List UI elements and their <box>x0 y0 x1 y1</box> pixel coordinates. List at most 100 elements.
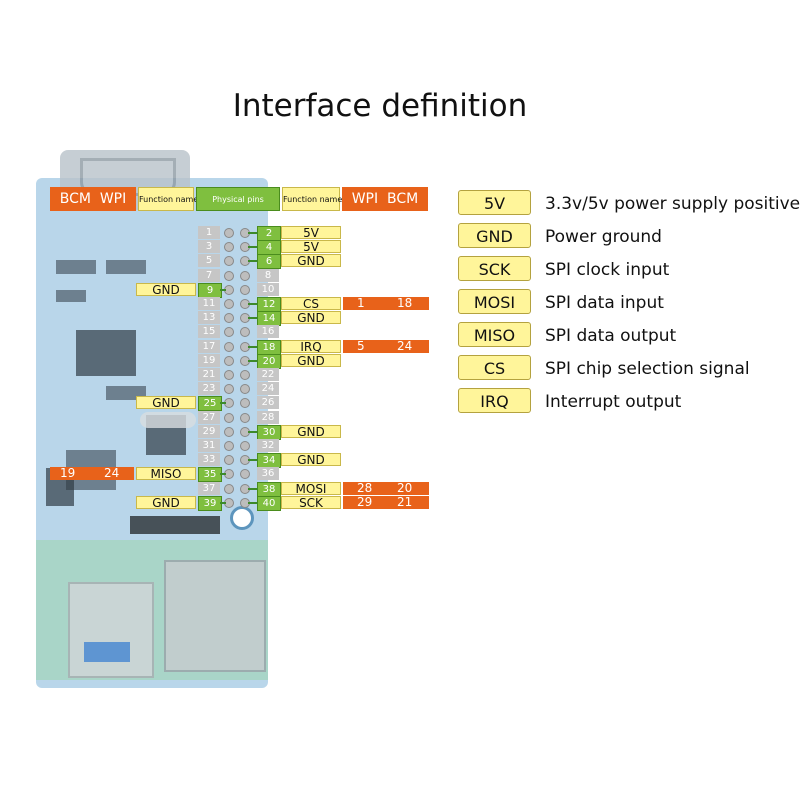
pin-dot <box>224 455 234 465</box>
pin-38: 38 <box>257 482 281 497</box>
pin-12: 12 <box>257 297 281 312</box>
legend-sck-description: SPI clock input <box>545 260 670 280</box>
wire <box>248 488 258 490</box>
legend-5v-label: 5V <box>458 190 531 215</box>
pin-7: 7 <box>198 269 220 282</box>
pin-37: 37 <box>198 482 220 495</box>
header-wpi-right: WPI <box>351 191 379 207</box>
pin-dot <box>224 342 234 352</box>
pin-23: 23 <box>198 382 220 395</box>
wpi-number: 28 <box>357 482 373 495</box>
pin-9: 9 <box>198 283 222 298</box>
pin-dot <box>240 327 250 337</box>
wire <box>248 431 258 433</box>
page-title: Interface definition <box>232 88 528 124</box>
pin-36: 36 <box>257 467 279 480</box>
bcm-number: 20 <box>397 482 413 495</box>
component <box>56 260 96 274</box>
pin-dot <box>224 384 234 394</box>
usb-port <box>68 582 154 678</box>
pin-34: 34 <box>257 453 281 468</box>
pin-dot <box>224 299 234 309</box>
function-irq-label: IRQ <box>281 340 341 353</box>
pin-4: 4 <box>257 240 281 255</box>
header-bcm-right: BCM <box>387 191 419 207</box>
wire <box>248 502 258 504</box>
header-bcm-wpi-left: BCM WPI <box>50 187 136 211</box>
pin-8: 8 <box>257 269 279 282</box>
pin-16: 16 <box>257 325 279 338</box>
wpi-number: 24 <box>104 467 120 480</box>
pin-39: 39 <box>198 496 222 511</box>
pin-21: 21 <box>198 368 220 381</box>
wire <box>220 402 226 404</box>
pin-header-strip <box>130 516 220 534</box>
function-gnd-label: GND <box>136 496 196 509</box>
function-cs-label: CS <box>281 297 341 310</box>
pin-dot <box>240 398 250 408</box>
legend-5v-description: 3.3v/5v power supply positive <box>545 194 800 214</box>
function-gnd-label: GND <box>281 425 341 438</box>
pin-dot <box>240 384 250 394</box>
legend-miso-label: MISO <box>458 322 531 347</box>
pin-20: 20 <box>257 354 281 369</box>
header-physical-pins: Physical pins <box>196 187 280 211</box>
header-wpi-bcm-right: WPI BCM <box>342 187 428 211</box>
pin-26: 26 <box>257 396 279 409</box>
function-gnd-label: GND <box>136 283 196 296</box>
wire <box>248 346 258 348</box>
pin-29: 29 <box>198 425 220 438</box>
wire <box>248 260 258 262</box>
wire <box>220 473 226 475</box>
pin-dot <box>240 413 250 423</box>
chip <box>76 330 136 376</box>
pin-25: 25 <box>198 396 222 411</box>
legend-gnd-label: GND <box>458 223 531 248</box>
pin-31: 31 <box>198 439 220 452</box>
legend-sck-label: SCK <box>458 256 531 281</box>
function-miso-label: MISO <box>136 467 196 480</box>
pin-15: 15 <box>198 325 220 338</box>
pin-3: 3 <box>198 240 220 253</box>
pin-35: 35 <box>198 467 222 482</box>
gpio-numbers: 28 20 <box>343 482 429 495</box>
pin-dot <box>224 370 234 380</box>
header-function-name-left: Function name <box>138 187 198 211</box>
wire <box>248 303 258 305</box>
pin-dot <box>224 313 234 323</box>
wire <box>220 289 226 291</box>
bcm-number: 18 <box>397 297 413 310</box>
legend-mosi-description: SPI data input <box>545 293 664 313</box>
gpio-numbers: 1 18 <box>343 297 429 310</box>
header-bcm-left: BCM <box>59 191 91 207</box>
pin-33: 33 <box>198 453 220 466</box>
bcm-number: 21 <box>397 496 413 509</box>
pin-dot <box>224 271 234 281</box>
pin-dot <box>240 285 250 295</box>
pin-22: 22 <box>257 368 279 381</box>
pin-dot <box>224 427 234 437</box>
wire <box>220 502 226 504</box>
pin-dot <box>224 256 234 266</box>
pin-2: 2 <box>257 226 281 241</box>
wire <box>248 232 258 234</box>
component <box>56 290 86 302</box>
wpi-number: 1 <box>357 297 365 310</box>
function-gnd-label: GND <box>281 354 341 367</box>
pin-11: 11 <box>198 297 220 310</box>
pin-10: 10 <box>257 283 279 296</box>
pin-dot <box>240 370 250 380</box>
pin-dot <box>224 242 234 252</box>
wire <box>248 360 258 362</box>
legend-cs-label: CS <box>458 355 531 380</box>
pin-dot <box>240 271 250 281</box>
pin-32: 32 <box>257 439 279 452</box>
pin-30: 30 <box>257 425 281 440</box>
pin-28: 28 <box>257 411 279 424</box>
legend-irq-label: IRQ <box>458 388 531 413</box>
function-gnd-label: GND <box>281 254 341 267</box>
wire <box>248 459 258 461</box>
